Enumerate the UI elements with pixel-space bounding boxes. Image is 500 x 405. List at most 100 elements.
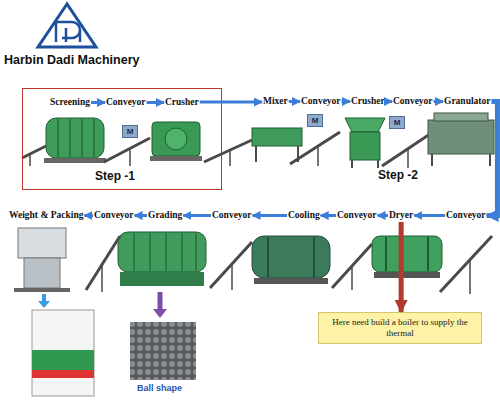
flow-arrow bbox=[386, 100, 392, 103]
flow-arrow bbox=[378, 214, 388, 217]
leg bbox=[351, 266, 353, 290]
hopper bbox=[18, 228, 66, 258]
process-label: Conveyor bbox=[211, 209, 253, 222]
leg bbox=[407, 149, 409, 168]
base bbox=[44, 158, 106, 163]
drum bbox=[252, 236, 330, 278]
crusher-machine bbox=[150, 122, 202, 161]
process-label: Conveyor bbox=[300, 95, 342, 108]
screening-machine bbox=[44, 118, 106, 163]
leg bbox=[469, 260, 471, 294]
photo-caption: Ball shape bbox=[137, 383, 182, 393]
process-label: Dryer bbox=[388, 209, 414, 222]
flow-arrow bbox=[147, 101, 164, 104]
flow-arrow bbox=[135, 214, 147, 217]
scale bbox=[24, 258, 60, 288]
photo-bg bbox=[130, 322, 196, 380]
drum-ribs bbox=[134, 233, 196, 271]
flow-arrow bbox=[321, 214, 336, 217]
node-text: Grading bbox=[148, 210, 182, 220]
top bbox=[434, 113, 488, 121]
node-text: Mixer bbox=[263, 96, 288, 106]
note-box: Here need build a boiler to supply the t… bbox=[318, 312, 482, 344]
body bbox=[428, 120, 494, 154]
node-text: M bbox=[312, 116, 319, 125]
process-label: Crusher bbox=[350, 95, 386, 108]
process-label: Mixer bbox=[262, 95, 289, 108]
flow-arrow bbox=[414, 214, 445, 217]
process-label: Crusher bbox=[164, 96, 200, 109]
process-label: Grading bbox=[147, 209, 183, 222]
crusher-machine bbox=[345, 118, 385, 168]
belt bbox=[290, 132, 340, 164]
trough bbox=[252, 128, 302, 146]
legs bbox=[256, 146, 298, 162]
belt bbox=[204, 140, 252, 162]
process-label: Granulator bbox=[443, 95, 491, 108]
motor-box: M bbox=[389, 116, 405, 129]
feed-conveyor bbox=[22, 146, 46, 166]
node-text: Crusher bbox=[351, 96, 385, 106]
hopper bbox=[345, 118, 385, 132]
mixer-machine bbox=[252, 128, 302, 162]
rings bbox=[386, 237, 428, 271]
logo-mark bbox=[56, 22, 80, 42]
process-label: Conveyor bbox=[93, 209, 135, 222]
belt bbox=[440, 236, 492, 292]
process-label: Conveyor bbox=[392, 95, 434, 108]
flow-arrow bbox=[399, 222, 404, 312]
process-label: Conveyor bbox=[105, 96, 147, 109]
flow-arrow bbox=[91, 101, 105, 104]
bag bbox=[32, 310, 94, 396]
company-logo bbox=[38, 4, 96, 47]
bag-band bbox=[32, 350, 94, 370]
flow-arrow bbox=[487, 102, 498, 216]
node-text: Granulator bbox=[444, 96, 490, 106]
base bbox=[150, 156, 202, 161]
step-label: Step -2 bbox=[378, 168, 418, 182]
belt bbox=[382, 134, 430, 166]
body bbox=[350, 132, 380, 160]
flow-arrow bbox=[342, 100, 350, 103]
node-text: Conveyor bbox=[337, 210, 377, 220]
node-text: Screening bbox=[50, 97, 90, 107]
packing-machine bbox=[14, 228, 70, 292]
fertilizer-bag bbox=[32, 310, 94, 396]
company-name: Harbin Dadi Machinery bbox=[4, 53, 139, 67]
node-text: Cooling bbox=[288, 210, 320, 220]
node-text: Here need build a boiler to supply the t… bbox=[325, 317, 475, 339]
process-label: Screening bbox=[49, 96, 91, 109]
bag-stripe bbox=[32, 370, 94, 378]
belt bbox=[86, 236, 120, 290]
belt-conveyor bbox=[332, 244, 372, 290]
process-label: Conveyor bbox=[445, 209, 487, 222]
base bbox=[374, 272, 440, 278]
output-arrow bbox=[38, 294, 50, 308]
legs bbox=[432, 154, 490, 166]
leg bbox=[229, 151, 231, 166]
dryer-machine bbox=[372, 236, 442, 278]
node-text: Dryer bbox=[389, 210, 413, 220]
belt-conveyor bbox=[210, 242, 252, 290]
arrow-shaft bbox=[42, 294, 46, 302]
belt-conveyor bbox=[290, 132, 340, 166]
drum bbox=[46, 118, 104, 158]
output-arrow bbox=[153, 292, 167, 318]
drum bbox=[372, 236, 442, 272]
node-text: M bbox=[394, 118, 401, 127]
step-group-box: Step -1ScreeningConveyorMCrusher bbox=[22, 88, 222, 190]
granulator-machine bbox=[428, 113, 494, 166]
body bbox=[152, 122, 200, 156]
belt-conveyor bbox=[204, 140, 252, 166]
node-text: Conveyor bbox=[301, 96, 341, 106]
belt-conveyor bbox=[382, 134, 430, 168]
drum bbox=[118, 232, 206, 272]
flow-arrow bbox=[289, 100, 300, 103]
flow-arrow bbox=[434, 100, 443, 103]
motor-box: M bbox=[307, 114, 323, 127]
node-text: M bbox=[127, 127, 134, 136]
leg bbox=[101, 264, 103, 292]
